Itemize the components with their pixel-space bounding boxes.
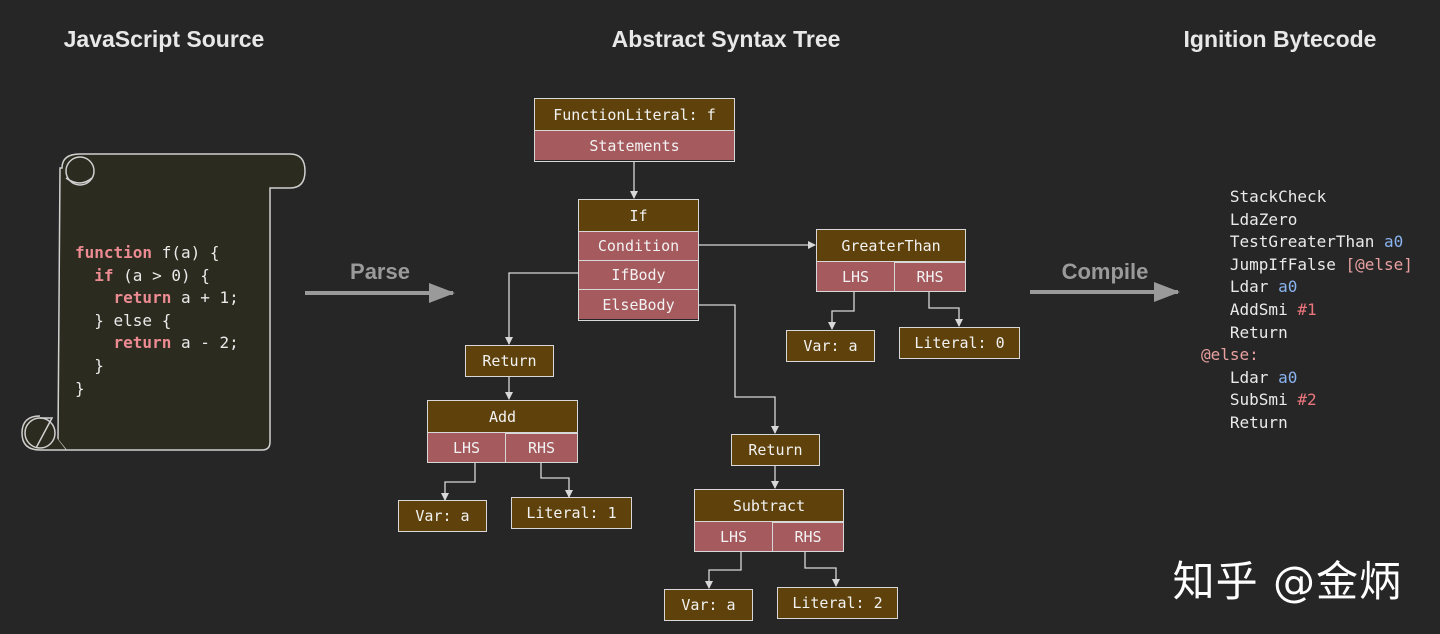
heading-javascript-source: JavaScript Source	[63, 26, 265, 52]
keyword: function	[75, 243, 153, 262]
ast-node-literal-0: Literal: 0	[899, 327, 1020, 359]
ast-node-literal-1: Literal: 1	[511, 497, 632, 529]
bytecode-label: @else:	[1201, 345, 1259, 365]
bytecode-operand: #2	[1297, 390, 1317, 410]
ast-node-greater-than: GreaterThan LHS RHS	[816, 229, 966, 292]
source-line: return a + 1;	[113, 288, 239, 308]
bytecode-instruction: JumpIfFalse [@else]	[1201, 254, 1413, 274]
source-line: if (a > 0) {	[94, 265, 210, 285]
node-title: GreaterThan	[817, 230, 965, 261]
source-line: } else {	[94, 310, 172, 330]
node-title: Add	[428, 401, 577, 432]
bytecode-operand: a0	[1278, 367, 1298, 387]
bytecode-instruction: TestGreaterThan a0	[1201, 232, 1404, 252]
ast-node-var-a: Var: a	[786, 330, 875, 362]
bytecode-instruction: Return	[1201, 322, 1288, 342]
ast-node-if: If Condition IfBody ElseBody	[578, 199, 699, 321]
ast-node-literal-2: Literal: 2	[777, 587, 898, 619]
node-title: Literal: 2	[778, 588, 897, 618]
ast-node-function-literal: FunctionLiteral: f Statements	[534, 98, 735, 162]
node-title: If	[579, 200, 698, 231]
node-field-statements: Statements	[535, 130, 734, 160]
source-line: }	[75, 378, 85, 398]
bytecode-instruction: Ldar a0	[1201, 367, 1298, 387]
keyword: return	[113, 288, 172, 308]
ast-node-var-a: Var: a	[398, 500, 487, 532]
ast-node-subtract: Subtract LHS RHS	[694, 489, 844, 552]
node-field-condition: Condition	[579, 231, 698, 260]
ast-node-return-else: Return	[731, 434, 820, 466]
javascript-source-code: function f(a) { if (a > 0) { return a + …	[75, 242, 239, 400]
keyword: if	[94, 265, 114, 285]
parse-label: Parse	[350, 259, 410, 284]
node-field-ifbody: IfBody	[579, 260, 698, 289]
ast-node-return-if: Return	[465, 345, 554, 377]
bytecode-instruction: AddSmi #1	[1201, 299, 1317, 319]
node-title: Return	[732, 435, 819, 465]
source-line: }	[94, 355, 104, 375]
bytecode-instruction: SubSmi #2	[1201, 390, 1317, 410]
zhihu-watermark: 知乎 @金炳	[1172, 557, 1402, 606]
node-title: Literal: 1	[512, 498, 631, 528]
source-line: return a - 2;	[113, 333, 239, 353]
node-field-rhs: RHS	[505, 433, 577, 462]
bytecode-operand: a0	[1278, 277, 1298, 297]
ast-node-var-a: Var: a	[664, 589, 753, 621]
node-field-lhs: LHS	[817, 262, 894, 291]
node-field-elsebody: ElseBody	[579, 289, 698, 319]
node-title: Var: a	[665, 590, 752, 620]
heading-abstract-syntax-tree: Abstract Syntax Tree	[611, 26, 841, 52]
node-title: FunctionLiteral: f	[535, 99, 734, 130]
heading-ignition-bytecode: Ignition Bytecode	[1183, 26, 1377, 52]
keyword: return	[113, 333, 172, 353]
scroll-icon	[21, 153, 306, 451]
node-field-lhs: LHS	[428, 433, 505, 462]
ast-node-add: Add LHS RHS	[427, 400, 578, 463]
node-title: Var: a	[399, 501, 486, 531]
node-field-rhs: RHS	[772, 522, 843, 551]
node-field-lhs: LHS	[695, 522, 772, 551]
bytecode-instruction: LdaZero	[1201, 209, 1298, 229]
node-title: Subtract	[695, 490, 843, 521]
node-title: Literal: 0	[900, 328, 1019, 358]
node-title: Return	[466, 346, 553, 376]
bytecode-instruction: StackCheck	[1201, 187, 1327, 206]
compile-label: Compile	[1061, 259, 1149, 284]
node-title: Var: a	[787, 331, 874, 361]
bytecode-operand: [@else]	[1345, 254, 1413, 274]
bytecode-instruction: Ldar a0	[1201, 277, 1298, 297]
node-field-rhs: RHS	[894, 262, 965, 291]
ignition-bytecode-listing: StackCheck LdaZero TestGreaterThan a0 Ju…	[1201, 186, 1413, 435]
bytecode-operand: #1	[1297, 299, 1317, 319]
source-line: function f(a) {	[75, 243, 220, 262]
bytecode-operand: a0	[1384, 232, 1404, 252]
bytecode-instruction: Return	[1201, 412, 1288, 432]
